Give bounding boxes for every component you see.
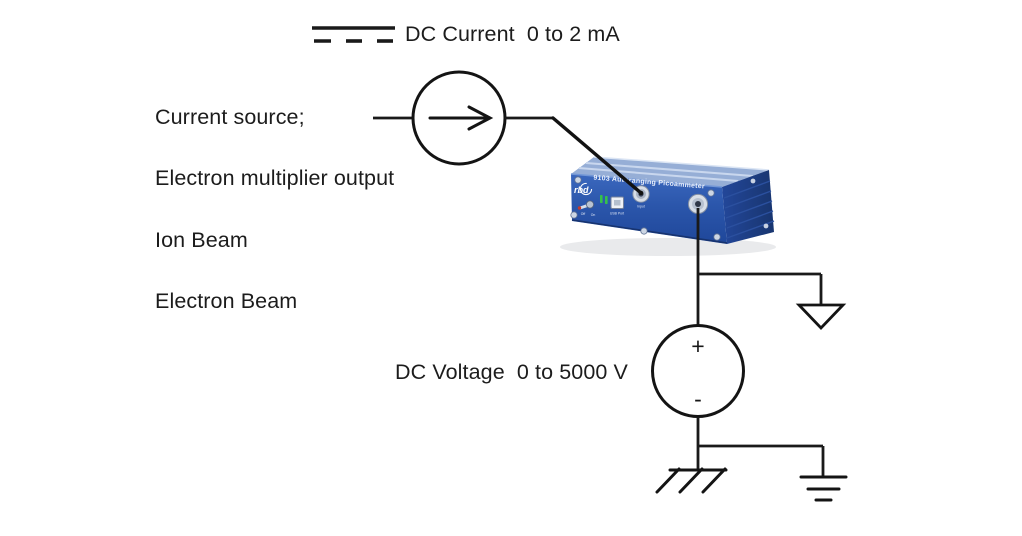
status-leds [600, 195, 608, 204]
usb-port: USB Port [610, 196, 624, 216]
minus-sign: - [694, 386, 702, 412]
supply-connector [687, 193, 709, 215]
voltage-source-symbol: + - [651, 324, 745, 418]
current-arrow-icon [428, 105, 494, 131]
wire-source-to-input [551, 116, 644, 196]
rbd-logo: rbd [574, 182, 593, 196]
rbd-logo-text: rbd [574, 185, 589, 195]
label-electron-multiplier-output: Electron multiplier output [155, 166, 395, 190]
device-front-panel [571, 174, 727, 244]
picoammeter-device: 9103 Autoranging Picoammeter rbd Off On [560, 156, 776, 256]
current-source-symbol [373, 70, 553, 166]
side-screw [763, 223, 769, 229]
plus-sign: + [691, 333, 704, 359]
wire-to-grounds [696, 417, 825, 477]
signal-ground-icon [795, 303, 847, 331]
panel-screws [570, 176, 721, 241]
dc-symbol-icon [312, 26, 395, 43]
label-ion-beam: Ion Beam [155, 228, 248, 252]
switch-tip [577, 206, 582, 210]
wire-supply-chain [696, 208, 823, 326]
dc-voltage-label: DC Voltage 0 to 5000 V [395, 360, 628, 384]
device-shadow [560, 238, 776, 256]
chassis-ground-icon [655, 467, 728, 494]
usb-port-label: USB Port [610, 212, 624, 216]
switch-off-label: Off [581, 212, 586, 216]
label-current-source: Current source; [155, 105, 305, 129]
earth-ground-icon [799, 475, 848, 502]
label-electron-beam: Electron Beam [155, 289, 298, 313]
power-switch: Off On [577, 200, 596, 217]
switch-on-label: On [591, 213, 596, 217]
side-screw [750, 178, 756, 184]
dc-current-label: DC Current 0 to 2 mA [405, 22, 620, 46]
input-connector-label: Input [637, 205, 645, 209]
